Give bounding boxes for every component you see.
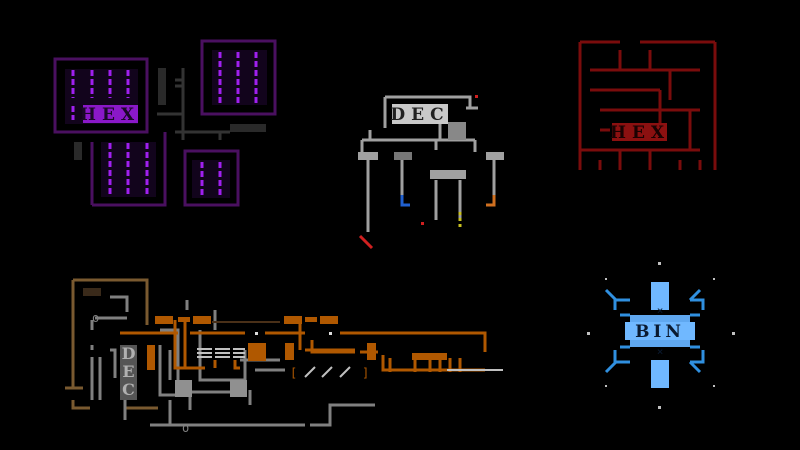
bin-label: BIN [635, 322, 685, 342]
hex-red-label: HEX [610, 123, 670, 143]
hex-label: HEX [80, 105, 140, 125]
x-glyph: × [657, 304, 664, 317]
dec-label: DEC [390, 105, 449, 125]
dot-glyph: o [92, 311, 99, 325]
dec-orange-label: DEC [121, 344, 136, 399]
o-glyph: o [182, 421, 189, 435]
dec-orange-machine[interactable]: o o [ ] [65, 278, 503, 435]
bracket-glyph: ] [362, 366, 369, 380]
bracket-glyph: [ [290, 366, 297, 380]
hex-red-machine[interactable]: HEX [578, 40, 717, 170]
dec-gray-machine[interactable]: DEC [358, 95, 504, 250]
hex-label-bg [83, 105, 138, 123]
x-glyph: × [657, 345, 664, 358]
hex-purple-machine[interactable]: HEX [53, 39, 277, 207]
bin-blue-machine[interactable]: BIN × × [587, 262, 735, 409]
